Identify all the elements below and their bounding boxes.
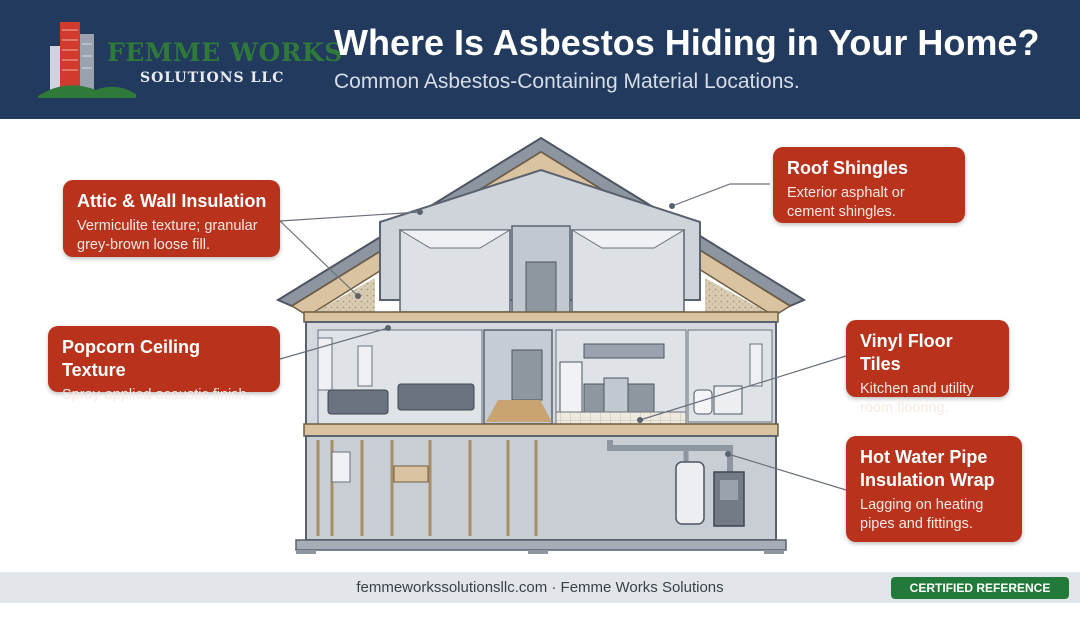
footer-website-link[interactable]: femmeworkssolutionsllc.com · Femme Works… [356, 579, 724, 596]
callout-desc-line: room flooring. [860, 400, 949, 416]
callout-desc-line: grey-brown loose fill. [77, 237, 210, 253]
callout-desc-line: Exterior asphalt or [787, 185, 905, 201]
attic-insulation [308, 278, 375, 316]
building-logo-icon [38, 22, 136, 98]
footer-bar: femmeworkssolutionsllc.com · Femme Works… [0, 572, 1080, 617]
callout-desc-line: pipes and fittings. [860, 516, 973, 532]
brand-name: FEMME WORKS [107, 38, 343, 67]
page-subtitle: Common Asbestos-Containing Material Loca… [334, 70, 800, 93]
page-title: Where Is Asbestos Hiding in Your Home? [334, 22, 1040, 63]
callout-title: Roof Shingles [787, 158, 908, 178]
callout-title: Attic & Wall Insulation [77, 191, 267, 211]
callout-vinyl-floor-tiles: Vinyl Floor Tiles Kitchen and utility ro… [846, 320, 1009, 416]
callout-desc-line: Kitchen and utility [860, 381, 974, 397]
main-floor [305, 321, 777, 427]
callout-attic-insulation: Attic & Wall Insulation Vermiculite text… [63, 180, 280, 257]
callout-popcorn-ceiling: Popcorn Ceiling Texture Spray-applied ac… [48, 326, 280, 403]
callout-title: Popcorn Ceiling Texture [62, 337, 201, 380]
callout-desc-line: Spray-applied acoustic finish. [62, 387, 251, 403]
callout-roof-shingles: Roof Shingles Exterior asphalt or cement… [773, 147, 965, 223]
callout-hot-water-pipe: Hot Water Pipe Insulation Wrap Lagging o… [846, 436, 1022, 542]
callout-desc-line: Vermiculite texture; granular [77, 218, 258, 234]
callout-title-line: Hot Water Pipe [860, 447, 988, 467]
callout-title-line: Insulation Wrap [860, 470, 995, 490]
callout-desc-line: cement shingles. [787, 204, 896, 220]
house-illustration [275, 136, 847, 554]
leader-lines [279, 183, 847, 491]
certified-badge: CERTIFIED REFERENCE GUIDE [891, 577, 1069, 617]
brand-subtitle: SOLUTIONS LLC [140, 70, 285, 86]
header-banner: FEMME WORKS SOLUTIONS LLC Where Is Asbes… [0, 0, 1080, 119]
callout-desc-line: Lagging on heating [860, 497, 984, 513]
roof [275, 136, 807, 317]
callout-title: Vinyl Floor Tiles [860, 331, 953, 374]
basement [305, 435, 777, 541]
